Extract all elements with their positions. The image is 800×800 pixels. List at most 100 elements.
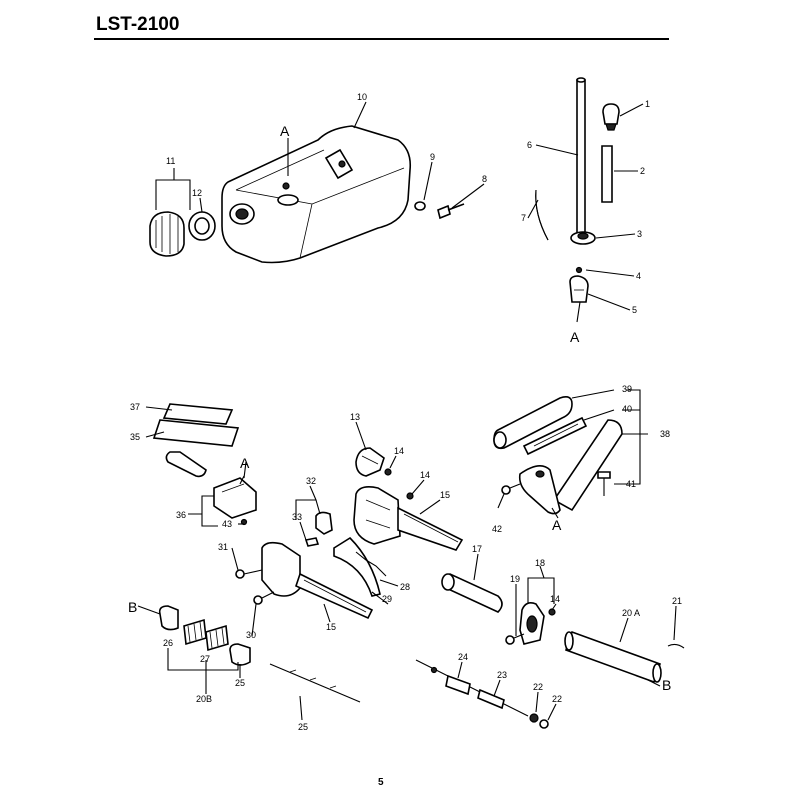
callout-25-b: 25	[235, 678, 245, 688]
bushing-26-b	[229, 643, 251, 666]
callout-21: 21	[672, 596, 682, 606]
callout-23: 23	[497, 670, 507, 680]
callout-10: 10	[357, 92, 367, 102]
clutch-housing-29	[261, 541, 374, 620]
collar-3	[570, 231, 596, 245]
reference-letters: A A A A B B	[128, 123, 671, 693]
spring-28	[355, 551, 387, 577]
callout-26: 26	[163, 638, 173, 648]
ball-4	[575, 266, 583, 274]
callout-24: 24	[458, 652, 468, 662]
sleeve-2	[601, 145, 613, 203]
callout-3: 3	[637, 229, 642, 239]
callout-8: 8	[482, 174, 487, 184]
nut-14-b	[406, 492, 414, 500]
callout-15-b: 15	[326, 622, 336, 632]
callout-32: 32	[306, 476, 316, 486]
screw-8	[437, 203, 465, 220]
callout-42: 42	[492, 524, 502, 534]
callout-labels: 1 2 3 4 5 6 7 8 9 10 11 12 13 14 14 14 1…	[130, 92, 682, 732]
ref-a-tank: A	[280, 123, 290, 139]
callout-37: 37	[130, 402, 140, 412]
screw-30	[253, 591, 275, 605]
grip-39	[493, 396, 573, 450]
grip-40	[522, 416, 588, 456]
callout-15-a: 15	[440, 490, 450, 500]
screw-42	[501, 483, 521, 495]
page-title: LST-2100	[96, 14, 180, 35]
callout-20a: 20 A	[622, 608, 640, 618]
drive-shaft-25	[269, 663, 361, 703]
callout-40: 40	[622, 404, 632, 414]
callout-41: 41	[626, 479, 636, 489]
filter-5	[569, 275, 589, 303]
header-rule	[94, 38, 669, 40]
fuel-cap	[149, 211, 185, 257]
callout-5: 5	[632, 305, 637, 315]
fuel-pipe	[576, 77, 586, 237]
callout-13: 13	[350, 412, 360, 422]
handle-bar-38	[518, 419, 623, 515]
callout-22-b: 22	[552, 694, 562, 704]
callout-11: 11	[166, 156, 175, 166]
callout-6: 6	[527, 140, 532, 150]
callout-39: 39	[622, 384, 632, 394]
housing-bracket-32	[304, 511, 333, 547]
fuel-tank	[221, 125, 412, 264]
callout-36: 36	[176, 510, 186, 520]
callout-27: 27	[200, 654, 210, 664]
ref-a-clip: A	[240, 455, 250, 471]
outer-tube-20	[564, 630, 662, 684]
callout-2: 2	[640, 166, 645, 176]
callout-9: 9	[430, 152, 435, 162]
clamp-18	[519, 602, 556, 645]
lever-29	[333, 536, 381, 597]
ref-b-bushing: B	[128, 599, 137, 615]
callout-4: 4	[636, 271, 641, 281]
nut-22-b	[539, 719, 549, 729]
bolt-41	[597, 471, 611, 496]
ref-a-handle: A	[552, 517, 562, 533]
callout-31: 31	[218, 542, 228, 552]
callout-30: 30	[246, 630, 256, 640]
bushing-27-b	[205, 624, 229, 652]
tube-17	[441, 573, 503, 613]
callout-22-a: 22	[533, 682, 543, 692]
callout-12: 12	[192, 188, 202, 198]
nut-14-a	[384, 468, 392, 476]
callout-43: 43	[222, 519, 232, 529]
callout-25-a: 25	[298, 722, 308, 732]
cap-gasket	[188, 211, 216, 241]
screw-31	[235, 569, 263, 579]
callout-7: 7	[521, 213, 526, 223]
sleeve-35	[165, 451, 207, 478]
label-37	[162, 403, 234, 425]
callout-1: 1	[645, 99, 650, 109]
gear-housing-15	[353, 486, 464, 551]
screw-19	[505, 633, 525, 645]
page-number: 5	[378, 777, 384, 788]
callout-19: 19	[510, 574, 520, 584]
callout-33: 33	[292, 512, 302, 522]
cable-23-24	[415, 659, 529, 717]
bushing-27-a	[183, 618, 207, 646]
callout-14-a: 14	[394, 446, 404, 456]
callout-14-b: 14	[420, 470, 430, 480]
cap-21	[667, 643, 685, 649]
callout-18: 18	[535, 558, 545, 568]
clip-36	[213, 477, 257, 526]
nut-22-a	[529, 713, 539, 723]
cap-1	[602, 103, 620, 131]
label-36	[152, 419, 240, 447]
ref-a-pipe: A	[570, 329, 580, 345]
ref-b-tube: B	[662, 677, 671, 693]
callout-28: 28	[400, 582, 410, 592]
washer-9	[414, 201, 426, 211]
leader-lines	[137, 101, 677, 721]
callout-29: 29	[382, 594, 392, 604]
callout-38-a: 38	[660, 429, 670, 439]
callout-35: 35	[130, 432, 140, 442]
callout-17: 17	[472, 544, 482, 554]
callout-20b: 20B	[196, 694, 212, 704]
